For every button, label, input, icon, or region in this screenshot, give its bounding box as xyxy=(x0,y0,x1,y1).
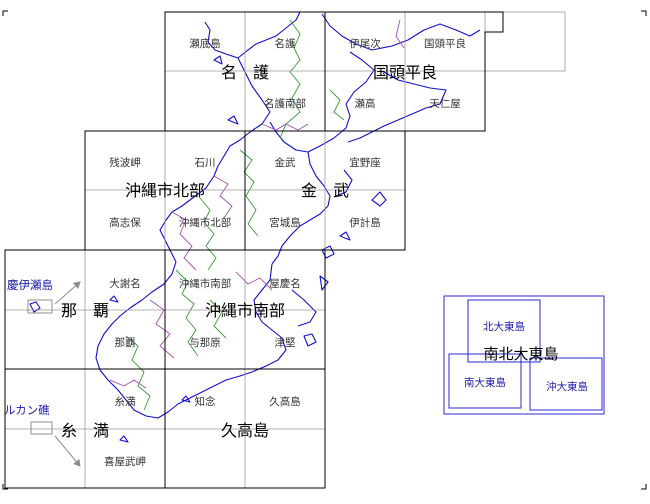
daito-north-box[interactable] xyxy=(467,299,541,363)
sub-label[interactable]: 国頭平良 xyxy=(424,37,466,50)
sheet-label-itoman[interactable]: 糸 満 xyxy=(61,421,109,440)
daito-oki-label: 沖大東島 xyxy=(546,380,588,393)
sub-label[interactable]: 瀬高 xyxy=(355,97,376,110)
inset-label-rukan: ルカン礁 xyxy=(4,403,50,417)
sheet-label-naha[interactable]: 那 覇 xyxy=(61,301,109,320)
district-boundaries xyxy=(109,19,405,389)
sub-label[interactable]: 名護 xyxy=(275,37,296,50)
sub-sheet-labels: 瀬底島 名護 名護南部 伊尾次 国頭平良 瀬高 天仁屋 残波岬 石川 高志保 沖… xyxy=(104,37,466,468)
sheet-border-kudaka xyxy=(164,368,326,489)
municipal-boundaries xyxy=(125,19,345,411)
sub-label[interactable]: 宮城島 xyxy=(269,216,301,229)
sub-label[interactable]: 糸満 xyxy=(115,396,136,408)
sheet-label-kin[interactable]: 金 武 xyxy=(301,181,349,200)
sub-label[interactable]: 宜野座 xyxy=(349,156,381,169)
sub-label[interactable]: 伊尾次 xyxy=(349,37,381,50)
sub-label[interactable]: 那覇 xyxy=(115,337,136,349)
sub-label[interactable]: 喜屋武岬 xyxy=(104,455,146,468)
sub-label[interactable]: 与那原 xyxy=(189,337,221,349)
inset-arrow-keise xyxy=(54,281,81,305)
daito-north-label: 北大東島 xyxy=(483,320,525,333)
sub-label[interactable]: 高志保 xyxy=(109,216,141,229)
sub-label[interactable]: 屋慶名 xyxy=(269,277,301,290)
corner-marks xyxy=(2,10,647,490)
inset-label-keise: 慶伊瀬島 xyxy=(7,278,53,292)
sub-label[interactable]: 金武 xyxy=(275,156,296,169)
extent-box xyxy=(484,11,566,72)
sub-label[interactable]: 伊計島 xyxy=(349,216,381,229)
sub-label[interactable]: 天仁屋 xyxy=(429,98,461,110)
sub-label[interactable]: 久高島 xyxy=(269,395,301,408)
sub-label[interactable]: 名護南部 xyxy=(264,97,306,110)
sub-label[interactable]: 石川 xyxy=(195,157,216,169)
inset-keise[interactable]: 慶伊瀬島 xyxy=(7,278,81,314)
daito-south-label: 南大東島 xyxy=(464,376,506,389)
sheet-label-kunigami[interactable]: 国頭平良 xyxy=(373,63,437,82)
inset-box-rukan xyxy=(30,421,53,435)
sheet-label-kudaka[interactable]: 久高島 xyxy=(221,421,269,440)
sub-label[interactable]: 沖縄市南部 xyxy=(179,277,232,290)
sheet-label-nago[interactable]: 名 護 xyxy=(221,63,269,82)
sub-label[interactable]: 知念 xyxy=(195,395,216,408)
sheet-label-okinawa-south[interactable]: 沖縄市南部 xyxy=(205,301,285,320)
sheet-label-okinawa-north[interactable]: 沖縄市北部 xyxy=(125,181,205,200)
sub-label[interactable]: 大謝名 xyxy=(109,277,141,290)
sheet-borders xyxy=(4,11,504,489)
coastline xyxy=(29,11,481,443)
inset-arrow-rukan xyxy=(54,435,81,467)
inset-rukan[interactable]: ルカン礁 xyxy=(4,403,81,467)
sub-label[interactable]: 津堅 xyxy=(275,337,296,349)
main-sheet-labels: 名 護 国頭平良 沖縄市北部 金 武 那 覇 沖縄市南部 糸 満 久高島 xyxy=(61,63,437,440)
sub-label[interactable]: 残波岬 xyxy=(109,156,141,169)
sub-label[interactable]: 沖縄市北部 xyxy=(179,216,232,229)
daito-outer-border xyxy=(443,295,605,415)
daito-oki-box[interactable] xyxy=(529,357,603,411)
inset-box-keise xyxy=(27,299,53,314)
daito-south-box[interactable] xyxy=(448,353,522,409)
sub-label[interactable]: 瀬底島 xyxy=(189,37,221,50)
daito-group[interactable]: 北大東島 南大東島 沖大東島 南北大東島 xyxy=(443,295,605,415)
daito-main-label[interactable]: 南北大東島 xyxy=(483,345,558,363)
